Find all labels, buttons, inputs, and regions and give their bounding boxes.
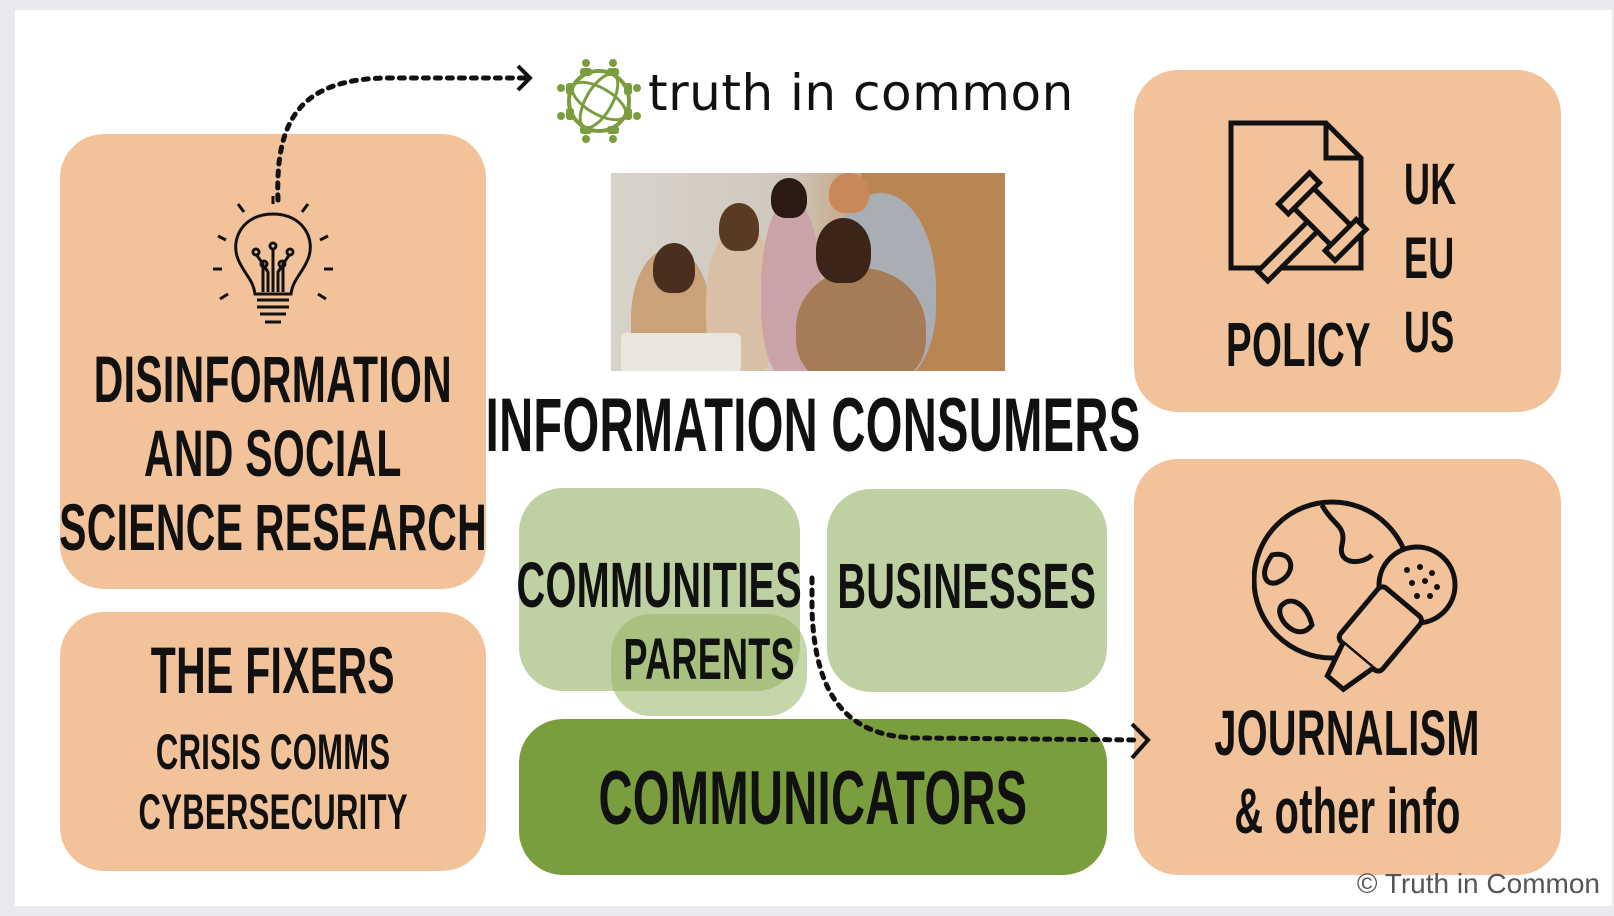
logo-text: truth in common [648, 64, 1074, 122]
policy-box: POLICY UK EU US [1134, 70, 1561, 412]
journalism-line: JOURNALISM [1214, 697, 1481, 769]
group-photo [611, 173, 1005, 371]
globe-logo-icon [557, 59, 641, 143]
research-line: AND SOCIAL [144, 416, 402, 490]
policy-region: EU [1404, 226, 1455, 291]
fixers-title: THE FIXERS [150, 633, 396, 707]
fixers-box: THE FIXERS CRISIS COMMS CYBERSECURITY [60, 612, 486, 871]
communities-label: COMMUNITIES [516, 549, 803, 621]
parents-label: PARENTS [623, 627, 795, 692]
lightbulb-circuit-icon [213, 196, 333, 324]
research-line: DISINFORMATION [93, 342, 453, 416]
research-line: SCIENCE RESEARCH [59, 490, 487, 564]
document-gavel-icon [1228, 120, 1370, 285]
policy-region: US [1404, 300, 1455, 365]
policy-region: UK [1404, 152, 1457, 217]
communicators-box: COMMUNICATORS [519, 719, 1107, 875]
research-box: DISINFORMATION AND SOCIAL SCIENCE RESEAR… [59, 134, 487, 589]
journalism-line: & other info [1234, 775, 1461, 847]
fixers-line: CRISIS COMMS [155, 724, 391, 780]
policy-label: POLICY [1226, 311, 1371, 380]
parents-box: PARENTS [611, 614, 807, 716]
journalism-box: JOURNALISM & other info [1134, 459, 1561, 875]
globe-microphone-icon [1252, 499, 1458, 693]
communicators-label: COMMUNICATORS [598, 756, 1028, 841]
copyright: © Truth in Common [1356, 868, 1600, 899]
fixers-line: CYBERSECURITY [138, 784, 408, 840]
businesses-label: BUSINESSES [837, 550, 1097, 622]
businesses-box: BUSINESSES [827, 489, 1107, 692]
information-consumers-title: INFORMATION CONSUMERS [485, 383, 1141, 468]
